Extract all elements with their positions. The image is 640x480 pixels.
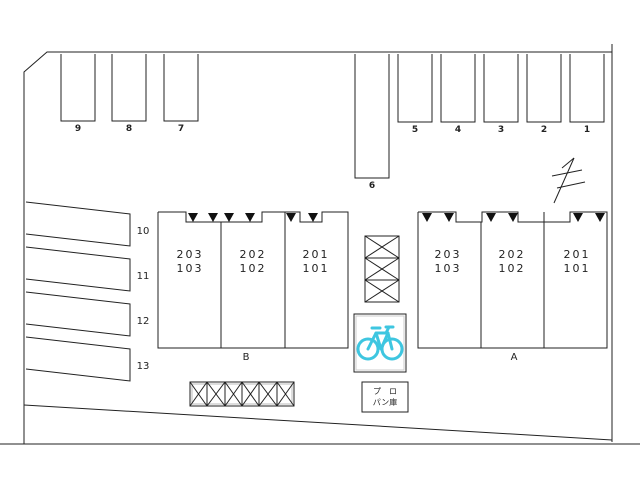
parking-stall: 8 [111, 54, 147, 134]
parking-stall: 10 [25, 201, 150, 247]
parking-row-top: 9 8 7 6 5 4 3 2 [60, 54, 605, 191]
unit-number: 203 [435, 248, 462, 261]
unit-number: 103 [435, 262, 462, 275]
unit-number: 202 [240, 248, 267, 261]
stall-number: 7 [178, 124, 184, 134]
propane-storage-label-line1: プ ロ [373, 387, 397, 396]
unit-number: 101 [303, 262, 330, 275]
unit-number: 201 [303, 248, 330, 261]
site-boundary [0, 44, 640, 445]
unit-number: 102 [240, 262, 267, 275]
parking-stall: 3 [483, 54, 519, 135]
building-label: A [511, 352, 518, 363]
storage-grid-horizontal [189, 381, 295, 407]
north-arrow-icon [551, 157, 586, 204]
unit-number: 203 [177, 248, 204, 261]
unit-number: 102 [499, 262, 526, 275]
parking-stall: 13 [25, 336, 150, 382]
parking-stall: 9 [60, 54, 96, 134]
stall-number: 3 [498, 125, 504, 135]
stall-number: 8 [126, 124, 132, 134]
unit-number: 103 [177, 262, 204, 275]
stall-number: 11 [137, 271, 150, 282]
entrance-marker-icon [422, 213, 605, 222]
parking-stall: 1 [569, 54, 605, 135]
propane-storage-label-line2: パン庫 [373, 397, 397, 407]
stall-number: 9 [75, 124, 81, 134]
stall-number: 10 [137, 226, 150, 237]
building-b: 203 103 202 102 201 101 B [157, 211, 349, 363]
storage-grid-vertical [364, 235, 400, 303]
stall-number: 1 [584, 125, 590, 135]
parking-stall: 7 [163, 54, 199, 134]
parking-stall: 2 [526, 54, 562, 135]
parking-stall: 12 [25, 291, 150, 337]
parking-row-left: 10 11 12 13 [25, 201, 150, 382]
unit-number: 201 [564, 248, 591, 261]
stall-number: 5 [412, 125, 418, 135]
stall-number: 2 [541, 125, 547, 135]
parking-stall: 4 [440, 54, 476, 135]
unit-number: 101 [564, 262, 591, 275]
bicycle-parking [353, 313, 407, 373]
bicycle-icon [356, 325, 404, 361]
unit-number: 202 [499, 248, 526, 261]
entrance-marker-icon [188, 213, 318, 222]
propane-storage: プ ロ パン庫 [361, 381, 409, 413]
building-a: 203 103 202 102 201 101 A [417, 211, 608, 363]
stall-number: 12 [137, 316, 150, 327]
parking-stall: 11 [25, 246, 150, 292]
stall-number: 13 [137, 361, 150, 372]
stall-number: 4 [455, 125, 461, 135]
stall-number: 6 [369, 181, 375, 191]
parking-stall: 6 [354, 54, 390, 191]
building-label: B [243, 352, 250, 363]
parking-stall: 5 [397, 54, 433, 135]
